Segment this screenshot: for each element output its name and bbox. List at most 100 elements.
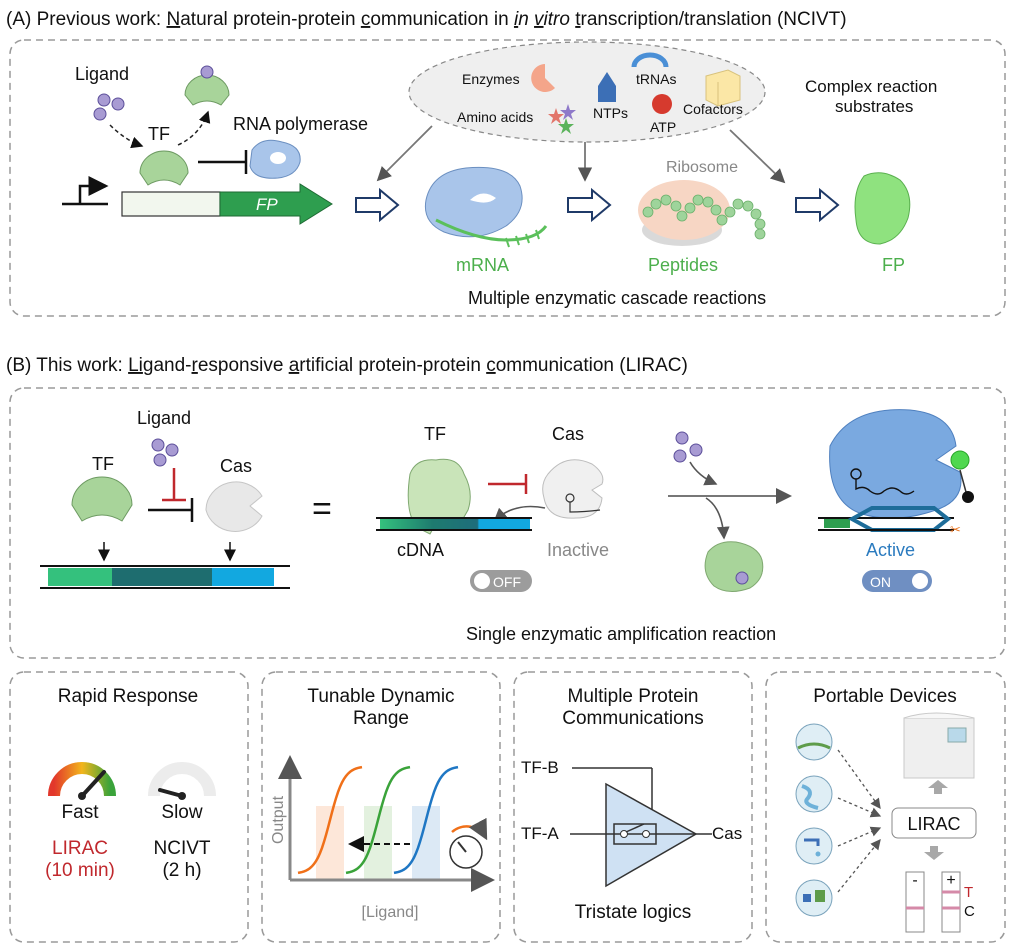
complex-substrates-label-2: substrates — [835, 97, 913, 116]
tf-release-arrow — [177, 110, 211, 146]
tf-label-mid: TF — [424, 424, 446, 444]
ligand-label-b: Ligand — [137, 408, 191, 428]
tf-ligand-complex-icon — [184, 65, 230, 106]
on-toggle: ON — [862, 570, 932, 592]
trna-icon — [631, 52, 669, 68]
lateral-flow-strips — [905, 871, 961, 933]
panel-a-heading: (A) Previous work: Natural protein-prote… — [6, 9, 847, 30]
tristate-buffer-icon — [605, 782, 698, 888]
tristate-caption: Tristate logics — [575, 902, 692, 923]
on-label: ON — [870, 574, 891, 590]
polymerase-mrna-icon — [424, 166, 548, 248]
slow-gauge-hub — [178, 792, 186, 800]
fast-gauge-hub — [78, 792, 86, 800]
substrate-arrow-1 — [376, 125, 433, 182]
cas-protein-b-icon — [205, 481, 263, 532]
peptides-label: Peptides — [648, 255, 718, 275]
enzymes-label: Enzymes — [462, 71, 520, 87]
slow-gauge-icon — [148, 762, 216, 797]
reporter-fluor-icon — [950, 450, 970, 470]
cleavage-scissors-icon: ✂ — [950, 522, 961, 537]
tf-protein-icon — [139, 150, 189, 186]
cdna-bar — [380, 519, 530, 529]
panel-a-frame — [9, 39, 1006, 317]
amino-acids-label: Amino acids — [457, 109, 533, 125]
dna-segment-target — [212, 568, 274, 586]
negative-strip-label: - — [912, 872, 917, 889]
rapid-frame — [9, 671, 249, 943]
panel-b-frame — [9, 387, 1006, 659]
multiple-title-2: Communications — [562, 708, 704, 729]
sample-icons — [795, 723, 833, 917]
peptide-chain — [642, 194, 766, 240]
lirac-device-box — [891, 807, 977, 839]
amino-acids-icon — [548, 104, 576, 134]
switch-contact-b — [642, 830, 650, 838]
off-label: OFF — [493, 574, 521, 590]
rapid-title: Rapid Response — [58, 686, 198, 707]
ribosome-icon — [638, 180, 730, 246]
rna-polymerase-icon — [249, 139, 301, 179]
fast-gauge-needle — [80, 770, 106, 798]
up-arrow-icon — [928, 780, 948, 794]
positive-strip-label: + — [946, 872, 955, 889]
slow-label: Slow — [161, 802, 202, 823]
rna-polymerase-label: RNA polymerase — [233, 114, 368, 134]
ligand-dots-mid — [673, 431, 703, 463]
inactive-cas-icon — [542, 459, 604, 519]
fp-gene-arrow — [219, 183, 333, 225]
ligand-dots-b — [151, 438, 179, 467]
fp-gene-label: FP — [256, 195, 278, 214]
reporter-link — [959, 469, 967, 493]
ncivt-time-label: (2 h) — [162, 860, 201, 881]
tuning-arrow — [451, 817, 488, 841]
active-cas-icon — [829, 409, 962, 519]
atp-icon — [652, 94, 672, 114]
ligand-dots — [93, 93, 125, 121]
cas-label-mid: Cas — [552, 424, 584, 444]
trnas-label: tRNAs — [636, 71, 676, 87]
atp-label: ATP — [650, 119, 676, 135]
inactive-label: Inactive — [547, 540, 609, 560]
panel-b-heading: (B) This work: Ligand-responsive artific… — [6, 355, 688, 376]
multiple-frame — [513, 671, 753, 943]
dna-segment-operator — [112, 568, 212, 586]
cofactors-label: Cofactors — [683, 101, 743, 117]
lirac-device-label: LIRAC — [907, 814, 960, 834]
ribosome-label: Ribosome — [666, 159, 738, 176]
cdna-label: cDNA — [397, 540, 444, 560]
switch-lever — [625, 823, 645, 833]
ligand-binding-arrow — [109, 124, 144, 149]
green-response-curve — [345, 765, 411, 875]
released-tf-icon — [704, 541, 764, 592]
tf-release-arrow-b — [705, 497, 730, 540]
lirac-label: LIRAC — [52, 838, 108, 859]
tf-protein-b-icon — [71, 476, 133, 522]
tfb-label: TF-B — [521, 758, 559, 777]
substrate-arrow-3 — [729, 129, 786, 184]
enzymes-icon — [531, 64, 555, 92]
sample-arrows — [837, 749, 882, 893]
fp-label: FP — [882, 255, 905, 275]
y-axis-label: Output — [270, 795, 287, 844]
tf-label: TF — [148, 124, 170, 144]
tuning-knob-pointer — [457, 841, 467, 853]
ntps-label: NTPs — [593, 105, 628, 121]
multiple-title-1: Multiple Protein — [568, 686, 699, 707]
panel-b-caption: Single enzymatic amplification reaction — [466, 624, 776, 644]
x-axis-label: [Ligand] — [362, 904, 419, 921]
tf-label-b: TF — [92, 454, 114, 474]
active-label: Active — [866, 540, 915, 560]
tunable-frame — [261, 671, 501, 943]
ncivt-label: NCIVT — [154, 838, 211, 859]
portable-frame — [765, 671, 1006, 943]
ligand-label: Ligand — [75, 64, 129, 84]
equals-sign: = — [312, 490, 332, 528]
ntps-icon — [598, 72, 616, 102]
off-toggle: OFF — [470, 570, 532, 592]
flow-arrow-3 — [795, 187, 840, 223]
flow-arrow-2 — [567, 187, 612, 223]
orange-response-curve — [297, 765, 363, 875]
flow-arrow-1 — [355, 187, 400, 223]
